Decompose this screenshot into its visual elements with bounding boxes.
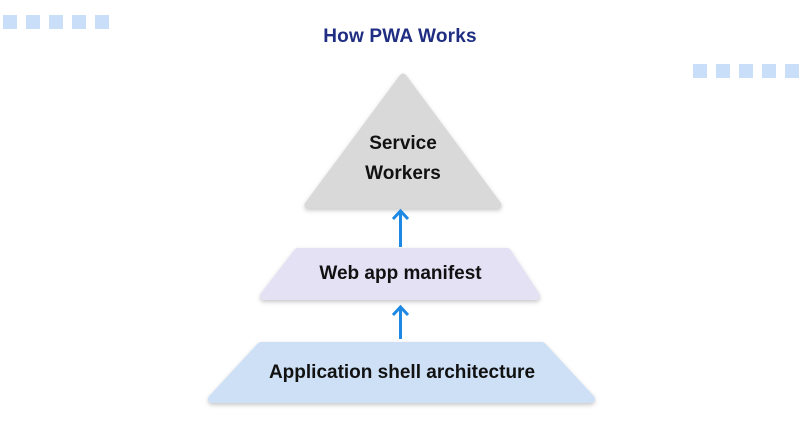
decorative-square [739,64,753,78]
decorative-squares-top-left [3,15,109,29]
decorative-squares-right [693,64,799,78]
decorative-square [693,64,707,78]
up-arrow-icon [391,208,410,247]
decorative-square [49,15,63,29]
decorative-square [26,15,40,29]
page-title: How PWA Works [323,26,477,47]
service-workers-triangle [304,73,502,209]
decorative-square [95,15,109,29]
application-shell-trapezoid [208,342,595,403]
up-arrow-icon [391,304,410,339]
decorative-square [716,64,730,78]
decorative-square [3,15,17,29]
decorative-square [785,64,799,78]
web-app-manifest-trapezoid [260,248,540,300]
decorative-square [762,64,776,78]
decorative-square [72,15,86,29]
